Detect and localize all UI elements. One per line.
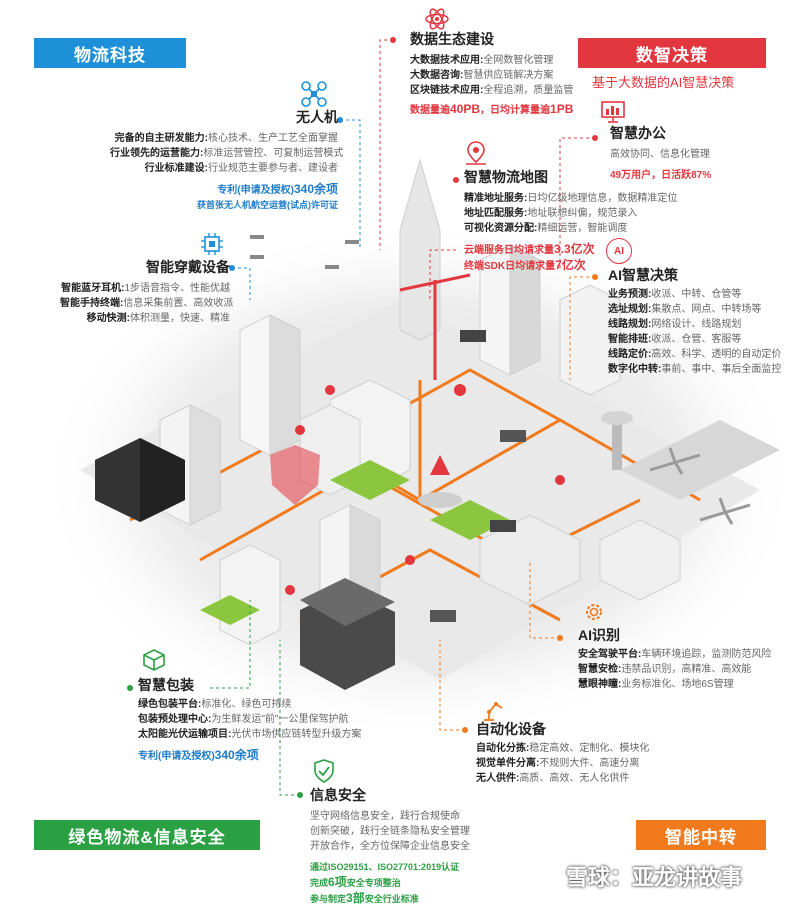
logistics-map-row: 地址匹配服务:地址联想纠偏，规范录入	[464, 208, 638, 219]
wearable-row: 智能蓝牙耳机:1步语音指令、性能优越	[61, 283, 230, 294]
ai-decision-row: 业务预测:收派、中转、仓管等	[608, 289, 742, 300]
map-pin-icon	[464, 140, 488, 171]
smart-office-metric: 49万用户，日活跃87%	[610, 170, 712, 181]
data-ecosystem-title: 数据生态建设	[410, 31, 494, 47]
packaging-row: 绿色包装平台:标准化、绿色可持续	[138, 699, 292, 710]
section-ai-recognition: AI识别 安全驾驶平台:车辆环境追踪，监测防范风险 智慧安检:违禁品识别，高精准…	[578, 600, 771, 692]
automation-row: 自动化分拣:稳定高效、定制化、模块化	[476, 743, 650, 754]
packaging-row: 包装预处理中心:为生鲜发运"前"一公里保驾护航	[138, 714, 349, 725]
drone-icon	[300, 80, 328, 113]
banner-green-logistics: 绿色物流&信息安全	[34, 820, 260, 850]
section-automation: 自动化设备 自动化分拣:稳定高效、定制化、模块化 视觉单件分离:不规则大件、高速…	[476, 700, 649, 786]
data-ecosystem-metric: 数据量逾40PB，日均计算量逾1PB	[410, 102, 574, 116]
drone-row: 行业领先的运营能力:标准运营管控、可复制运营模式	[110, 148, 344, 159]
section-smart-office: 智慧办公 高效协同、信息化管理 49万用户，日活跃87%	[600, 100, 711, 183]
data-ecosystem-row: 大数据咨询:智慧供应链解决方案	[410, 70, 554, 81]
logistics-map-metric-cloud: 云端服务日均请求量3.3亿次	[464, 242, 595, 256]
ai-recognition-row: 智慧安检:违禁品识别，高精准、高效能	[578, 664, 752, 675]
info-security-title: 信息安全	[310, 787, 366, 803]
ai-decision-row: 线路定价:高效、科学、透明的自动定价	[608, 349, 782, 360]
automation-row: 视觉单件分离:不规则大件、高速分离	[476, 758, 640, 769]
smart-office-desc: 高效协同、信息化管理	[610, 149, 710, 160]
ai-decision-row: 数字化中转:事前、事中、事后全面监控	[608, 364, 782, 375]
ai-decision-row: 线路规划:网络设计、线路规划	[608, 319, 742, 330]
monitor-icon	[600, 100, 626, 129]
wearable-row: 智能手持终端:信息采集前置、高效收派	[60, 298, 234, 309]
section-info-security: 信息安全 坚守网络信息安全，践行合规使命 创新突破，践行全链条隐私安全管理 开放…	[310, 758, 470, 907]
gear-icon	[582, 600, 606, 629]
drone-row: 完备的自主研发能力:核心技术、生产工艺全面掌握	[114, 133, 338, 144]
drone-license: 获首张无人机航空运营(试点)许可证	[197, 200, 338, 210]
info-security-line: 创新突破，践行全链条隐私安全管理	[310, 826, 470, 837]
ai-decision-row: 选址规划:集散点、网点、中转场等	[608, 304, 762, 315]
data-ecosystem-row: 大数据技术应用:全网数智化管理	[410, 55, 554, 66]
info-security-item: 参与制定3部安全行业标准	[310, 891, 419, 905]
logistics-map-metric-sdk: 终端SDK日均请求量7亿次	[464, 258, 586, 272]
data-ecosystem-row: 区块链技术应用:全程追溯，质量监管	[410, 85, 574, 96]
banner-smart-decision: 数智决策	[578, 38, 766, 68]
info-security-line: 坚守网络信息安全，践行合规使命	[310, 811, 460, 822]
ai-head-icon: AI	[606, 238, 632, 264]
ai-decision-row: 智能排班:收派、仓管、客服等	[608, 334, 742, 345]
info-security-item: 完成6项安全专项整治	[310, 875, 401, 889]
drone-patent: 专利(申请及授权)340余项	[217, 182, 338, 196]
automation-title: 自动化设备	[476, 721, 546, 737]
section-logistics-map: 智慧物流地图 精准地址服务:日均亿级地理信息，数据精准定位 地址匹配服务:地址联…	[464, 140, 677, 274]
logistics-map-title: 智慧物流地图	[464, 169, 548, 185]
section-drone: 无人机 完备的自主研发能力:核心技术、生产工艺全面掌握 行业领先的运营能力:标准…	[110, 80, 344, 213]
banner-smart-transfer: 智能中转	[636, 820, 766, 850]
smart-office-title: 智慧办公	[610, 125, 666, 141]
atom-icon	[424, 6, 450, 37]
wearable-row: 移动快测:体积测量，快速、精准	[86, 313, 230, 324]
packaging-patent: 专利(申请及授权)340余项	[138, 748, 259, 762]
packaging-row: 太阳能光伏运输项目:光伏市场供应链转型升级方案	[138, 729, 362, 740]
robot-arm-icon	[480, 698, 506, 727]
section-data-ecosystem: 数据生态建设 大数据技术应用:全网数智化管理 大数据咨询:智慧供应链解决方案 区…	[410, 6, 573, 118]
wearable-title: 智能穿戴设备	[146, 259, 230, 275]
section-packaging: 智慧包装 绿色包装平台:标准化、绿色可持续 包装预处理中心:为生鲜发运"前"一公…	[138, 649, 362, 764]
drone-title: 无人机	[296, 109, 338, 125]
info-security-line: 开放合作，全方位保障企业信息安全	[310, 841, 470, 852]
packaging-title: 智慧包装	[138, 677, 194, 693]
ai-recognition-row: 安全驾驶平台:车辆环境追踪，监测防范风险	[578, 649, 772, 660]
ai-decision-title: AI智慧决策	[608, 267, 678, 283]
logistics-map-row: 精准地址服务:日均亿级地理信息，数据精准定位	[464, 193, 678, 204]
info-security-cert: 通过ISO29151、ISO27701:2019认证	[310, 862, 460, 872]
watermark: 雪球：亚龙讲故事	[566, 865, 743, 890]
section-ai-decision: AI AI智慧决策 业务预测:收派、中转、仓管等 选址规划:集散点、网点、中转场…	[600, 238, 781, 377]
ai-recognition-title: AI识别	[578, 627, 620, 643]
logistics-map-row: 可视化资源分配:精细运营，智能调度	[464, 223, 628, 234]
banner-smart-decision-subtitle: 基于大数据的AI智慧决策	[592, 75, 735, 90]
shield-check-icon	[312, 758, 336, 789]
ai-recognition-row: 慧眼神瞳:业务标准化、场地6S管理	[578, 679, 734, 690]
drone-row: 行业标准建设:行业规范主要参与者、建设者	[144, 163, 338, 174]
package-box-icon	[142, 648, 166, 677]
automation-row: 无人供件:高质、高效、无人化供件	[476, 773, 630, 784]
banner-logistics-tech: 物流科技	[34, 38, 186, 68]
chip-icon	[200, 232, 224, 261]
section-wearable: 智能穿戴设备 智能蓝牙耳机:1步语音指令、性能优越 智能手持终端:信息采集前置、…	[60, 232, 234, 326]
